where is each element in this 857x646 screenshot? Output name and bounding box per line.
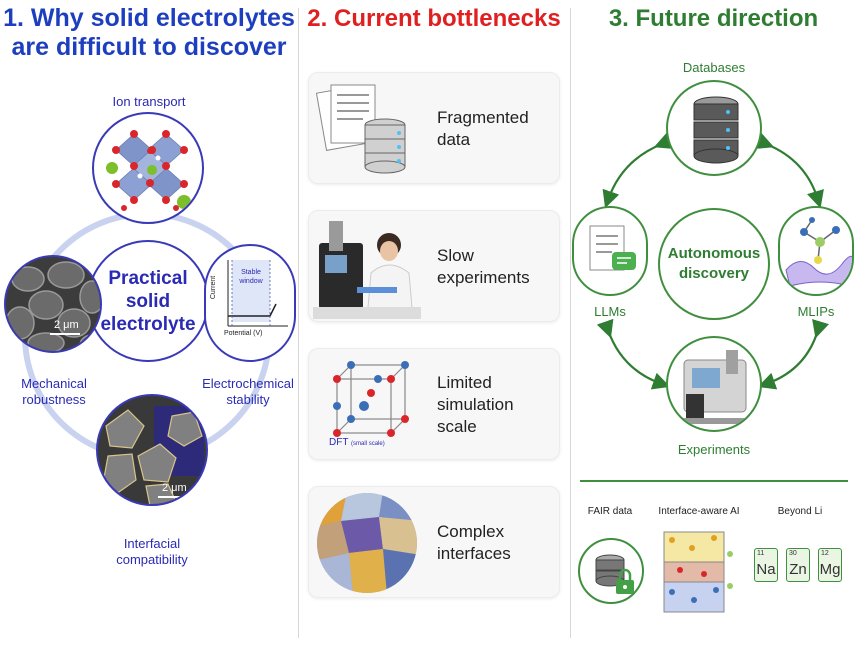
interface-ai-label: Interface-aware AI bbox=[658, 506, 740, 517]
element-tile-na: 11 Na bbox=[754, 548, 778, 582]
databases-node bbox=[666, 80, 762, 176]
bottleneck-card-simulation: DFT (small scale) Limited simulation sca… bbox=[308, 348, 560, 460]
beyond-li-label: Beyond Li bbox=[777, 506, 823, 517]
element-symbol: Zn bbox=[789, 561, 807, 578]
mlips-node bbox=[778, 206, 854, 296]
element-tile-zn: 30 Zn bbox=[786, 548, 810, 582]
panel3-title: 3. Future direction bbox=[608, 5, 819, 32]
section-divider bbox=[580, 480, 848, 482]
panel-why-difficult: 1. Why solid electrolytes are difficult … bbox=[0, 0, 298, 646]
experiments-label: Experiments bbox=[677, 442, 751, 457]
autonomous-label: Autonomous discovery bbox=[667, 245, 761, 282]
crystal-structure-icon bbox=[92, 112, 204, 224]
sem-micrograph-top: 2 μm bbox=[4, 255, 102, 353]
dft-text: DFT bbox=[329, 437, 349, 448]
sem-micrograph-bottom: 2 μm bbox=[96, 394, 208, 506]
autonomous-discovery-node: Autonomous discovery bbox=[658, 208, 770, 320]
databases-label: Databases bbox=[682, 60, 746, 75]
fair-data-icon bbox=[578, 538, 644, 604]
element-number: 12 bbox=[821, 550, 829, 557]
interfacial-label: Interfacial compatibility bbox=[116, 536, 188, 567]
element-symbol: Mg bbox=[819, 561, 841, 578]
stability-window-plot bbox=[227, 260, 288, 327]
scale-bar-label-top: 2 μm bbox=[54, 319, 79, 331]
center-label: Practical solid electrolyte bbox=[100, 267, 196, 335]
molecule-surface-icon bbox=[785, 217, 852, 287]
document-chat-icon bbox=[589, 225, 636, 271]
stability-plot-circle: Stable window Current Potential (V) bbox=[204, 244, 296, 362]
panel-bottlenecks: 2. Current bottlenecks Fragmented data S… bbox=[298, 0, 570, 646]
element-number: 30 bbox=[789, 550, 797, 557]
llms-label: LLMs bbox=[594, 304, 626, 319]
current-axis-label: Current bbox=[210, 275, 218, 300]
interface-crystal-icon bbox=[663, 531, 733, 613]
card-label-slow: Slow experiments bbox=[437, 246, 530, 287]
lab-instrument-icon bbox=[680, 350, 752, 424]
lab-experiment-image bbox=[313, 221, 421, 319]
mlips-label: MLIPs bbox=[797, 304, 835, 319]
card-label-interfaces: Complex interfaces bbox=[437, 522, 511, 563]
element-symbol: Na bbox=[756, 561, 776, 578]
scale-bar-label-bottom: 2 μm bbox=[162, 482, 187, 494]
crystal-lattice-icon bbox=[333, 361, 409, 437]
dft-label: DFT (small scale) bbox=[329, 437, 385, 448]
grain-interface-image bbox=[317, 493, 417, 593]
element-number: 11 bbox=[757, 550, 765, 557]
stable-window-label: Stable window bbox=[239, 269, 263, 285]
bottleneck-card-slow: Slow experiments bbox=[308, 210, 560, 322]
mechanical-label: Mechanical robustness bbox=[21, 376, 87, 407]
divider-1 bbox=[298, 8, 299, 638]
database-icon bbox=[693, 96, 739, 164]
card-label-fragmented: Fragmented data bbox=[437, 108, 529, 149]
panel-future: 3. Future direction Databases Autonomo bbox=[570, 0, 857, 646]
bottleneck-card-fragmented: Fragmented data bbox=[308, 72, 560, 184]
documents-database-icon bbox=[315, 84, 406, 174]
panel2-title: 2. Current bottlenecks bbox=[307, 5, 561, 32]
cycle-arrows bbox=[596, 132, 829, 390]
fair-data-label: FAIR data bbox=[587, 506, 633, 517]
center-circle: Practical solid electrolyte bbox=[87, 240, 209, 362]
ion-transport-label: Ion transport bbox=[112, 94, 186, 109]
element-tile-mg: 12 Mg bbox=[818, 548, 842, 582]
divider-2 bbox=[570, 8, 571, 638]
bottleneck-card-interfaces: Complex interfaces bbox=[308, 486, 560, 598]
panel1-title: 1. Why solid electrolytes are difficult … bbox=[3, 4, 295, 61]
potential-axis-label: Potential (V) bbox=[224, 330, 263, 337]
experiments-node bbox=[666, 336, 762, 432]
dft-subtext: (small scale) bbox=[351, 441, 385, 447]
electrochemical-label: Electrochemical stability bbox=[202, 376, 294, 407]
llms-node bbox=[572, 206, 648, 296]
card-label-simulation: Limited simulation scale bbox=[437, 373, 514, 436]
